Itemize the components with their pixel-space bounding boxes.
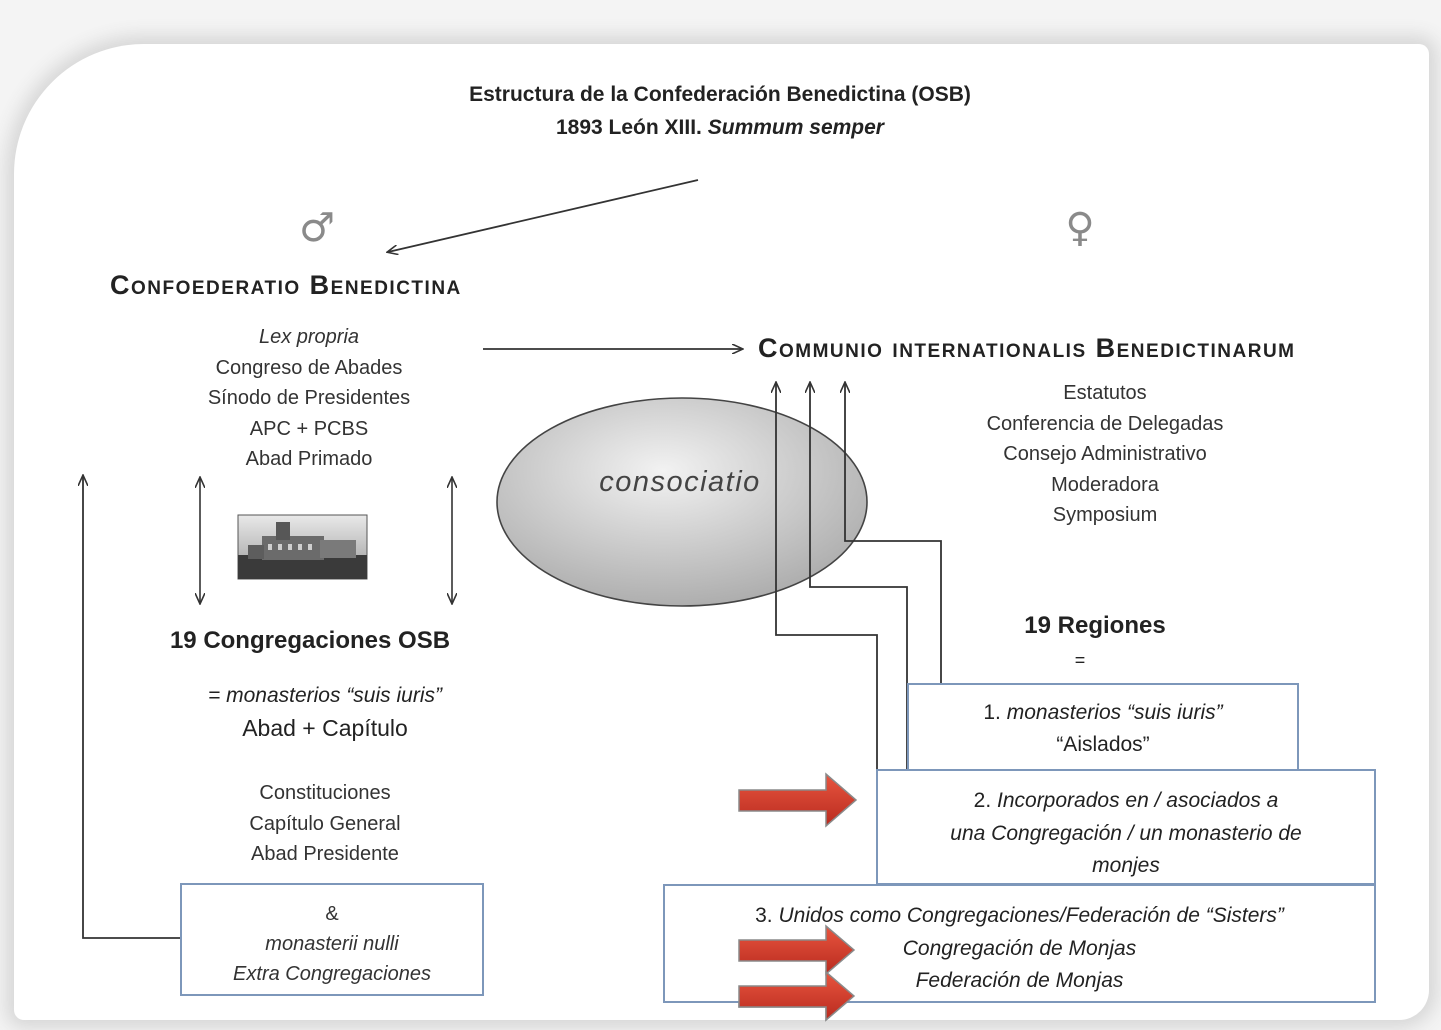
region-box-2: 2. Incorporados en / asociados a una Con… [876, 769, 1376, 885]
abad-capitulo-label: Abad + Capítulo [242, 715, 408, 741]
box2-line2: una Congregación / un monasterio de [950, 821, 1302, 845]
box2-text: 2. Incorporados en / asociados a una Con… [878, 785, 1374, 883]
box1-line1: 1. monasterios “suis iuris” [909, 697, 1297, 729]
left-item: APC + PCBS [249, 417, 369, 440]
box3-num: 3. [755, 904, 773, 927]
box1-num: 1. [983, 701, 1001, 724]
regiones-heading: 19 Regiones [1024, 612, 1166, 639]
box3-line2: Congregación de Monjas [902, 936, 1137, 960]
right-item: Estatutos [1063, 382, 1147, 404]
nulli-feedback-arrow [83, 476, 180, 939]
congregation-organs: Constituciones Capítulo General Abad Pre… [150, 778, 500, 870]
region-box-3: 3. Unidos como Congregaciones/Federación… [663, 884, 1376, 1003]
diagram-title: Estructura de la Confederación Benedicti… [320, 78, 1120, 144]
box3-connector [776, 383, 878, 884]
right-item: Symposium [1052, 504, 1158, 526]
const-item: Capítulo General [249, 812, 401, 835]
box2-num: 2. [973, 789, 992, 812]
congregaciones-heading: 19 Congregaciones OSB [169, 627, 451, 654]
female-symbol-icon: ♀ [1065, 205, 1095, 251]
male-symbol-icon: ♂ [299, 205, 335, 251]
const-item: Constituciones [259, 782, 391, 804]
box1-italic: monasterios “suis iuris” [1006, 701, 1223, 724]
confoederatio-organs: Lex propria Congreso de Abades Sínodo de… [150, 322, 468, 475]
box1-connector [845, 383, 942, 683]
right-item: Consejo Administrativo [1003, 443, 1207, 465]
nulli-line2: Extra Congregaciones [233, 963, 431, 985]
right-item: Conferencia de Delegadas [986, 412, 1224, 435]
title-line1: Estructura de la Confederación Benedicti… [469, 83, 971, 106]
communio-organs: Estatutos Conferencia de Delegadas Conse… [950, 378, 1260, 531]
box2-line1: 2. Incorporados en / asociados a [878, 785, 1374, 818]
regiones-equals: = [1074, 650, 1086, 670]
box2-connector [810, 383, 908, 769]
right-item: Moderadora [1051, 473, 1159, 496]
region-box-1: 1. monasterios “suis iuris” “Aislados” [907, 683, 1299, 771]
title-line2-prefix: 1893 León XIII. [556, 116, 702, 139]
consociatio-label: consociatio [599, 466, 761, 498]
box2-italic: Incorporados en / asociados a [997, 789, 1279, 812]
nulli-amp: & [325, 903, 339, 925]
lex-propria: Lex propria [258, 326, 360, 348]
box1-line2: “Aislados” [1056, 733, 1150, 756]
left-item: Abad Primado [245, 448, 373, 470]
title-to-confoederatio-arrow [388, 179, 699, 252]
const-item: Abad Presidente [251, 843, 399, 865]
left-item: Sínodo de Presidentes [207, 387, 411, 409]
box3-text: 3. Unidos como Congregaciones/Federación… [665, 900, 1374, 998]
box1-text: 1. monasterios “suis iuris” “Aislados” [909, 697, 1297, 761]
left-item: Congreso de Abades [215, 356, 403, 379]
communio-heading: Communio internationalis Benedictinarum [758, 333, 1296, 363]
consociatio-ellipse [496, 397, 868, 607]
confoederatio-heading: Confoederatio Benedictina [110, 270, 462, 300]
box3-line3: Federación de Monjas [915, 969, 1124, 992]
nulli-box-text: & monasterii nulli Extra Congregaciones [182, 899, 482, 989]
nulli-line1: monasterii nulli [265, 933, 399, 955]
suis-iuris-label: = monasterios “suis iuris” [208, 684, 442, 707]
monasterii-nulli-box: & monasterii nulli Extra Congregaciones [180, 883, 484, 996]
monastery-photo [237, 514, 368, 580]
box3-line1: 3. Unidos como Congregaciones/Federación… [665, 900, 1374, 933]
box2-line3: monjes [1092, 854, 1160, 877]
red-arrow-box2 [738, 772, 858, 828]
title-line2: 1893 León XIII. Summum semper [320, 111, 1120, 144]
title-line2-italic: Summum semper [707, 116, 884, 139]
box3-italic: Unidos como Congregaciones/Federación de… [778, 904, 1284, 927]
